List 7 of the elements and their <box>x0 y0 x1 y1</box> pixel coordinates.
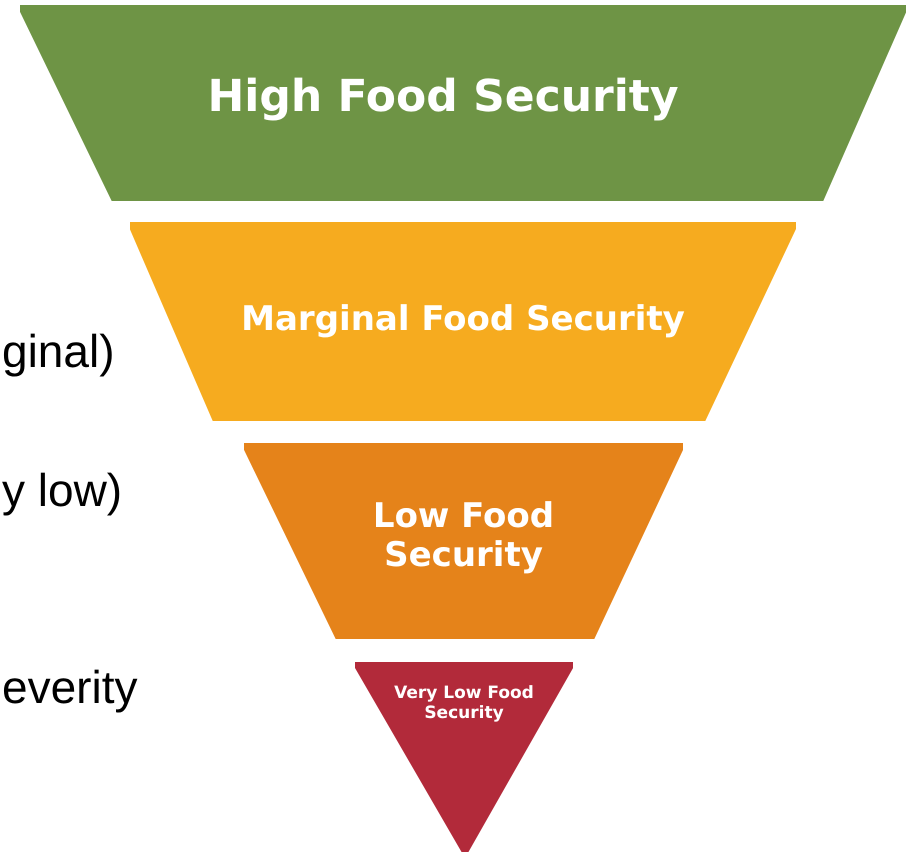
band-label: Very Low Food Security <box>393 684 535 724</box>
band-label: Low Food Security <box>372 497 556 576</box>
band-label: High Food Security <box>206 72 680 123</box>
band-label: Marginal Food Security <box>240 300 686 340</box>
cut-off-text: ginal) <box>2 324 115 378</box>
cut-off-text: everity <box>2 660 138 714</box>
cut-off-text: y low) <box>2 463 122 517</box>
